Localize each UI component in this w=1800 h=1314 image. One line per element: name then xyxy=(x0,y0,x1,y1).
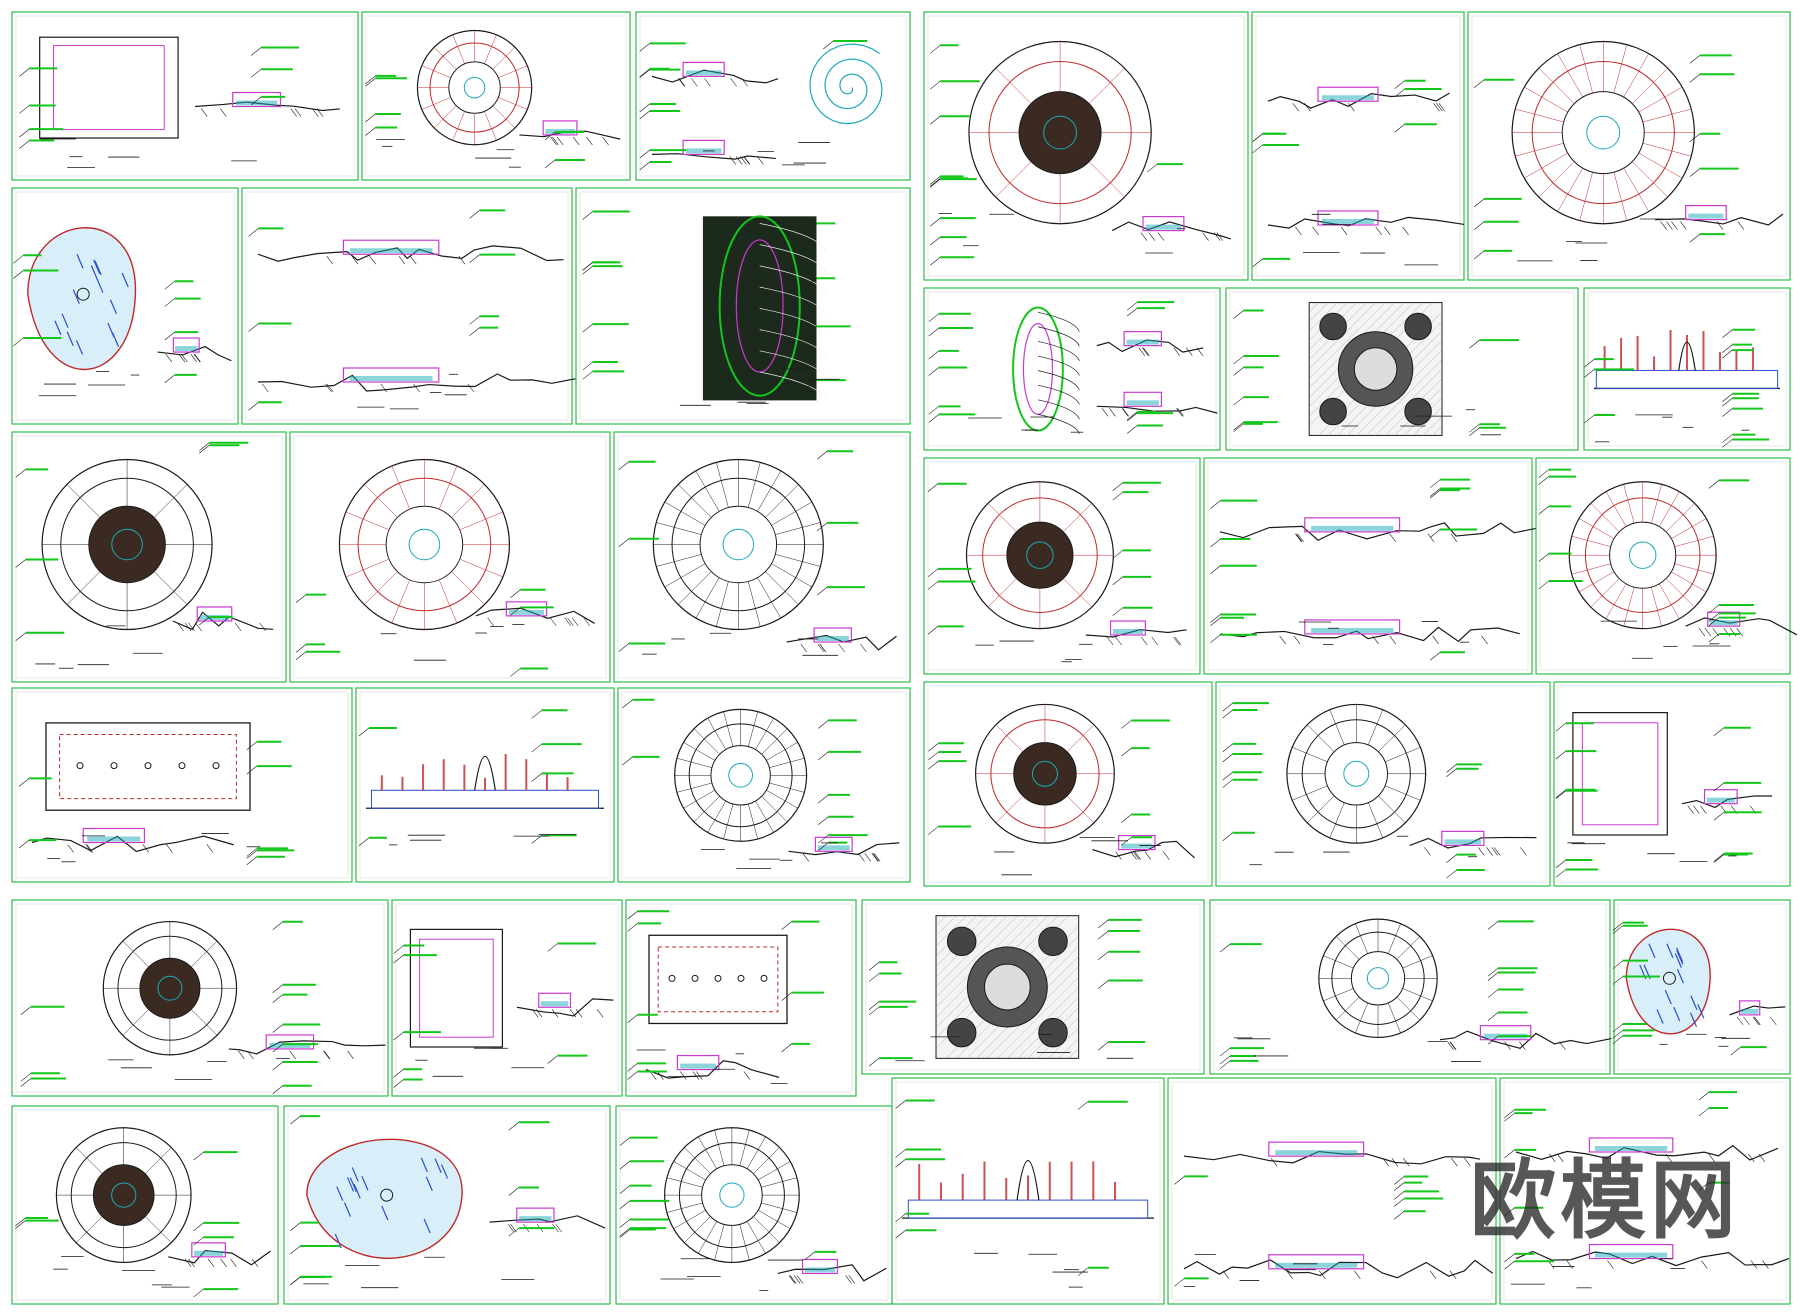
watermark-logo: 欧模网 xyxy=(1470,1151,1740,1251)
drawing-panel-s03 xyxy=(635,11,911,181)
drawing-panel-s06 xyxy=(1467,11,1791,281)
drawing-panel-s24 xyxy=(1553,681,1791,887)
drawing-panel-s16 xyxy=(923,457,1201,675)
drawing-panel-s29 xyxy=(1209,899,1612,1075)
drawing-panel-s20 xyxy=(355,687,615,883)
drawing-panel-s08 xyxy=(241,187,580,425)
drawing-panel-s31 xyxy=(11,1105,279,1305)
drawing-panel-s36 xyxy=(1499,1077,1791,1305)
drawing-panel-s28 xyxy=(861,899,1205,1075)
drawing-panel-s25 xyxy=(11,899,389,1097)
drawing-panel-s10 xyxy=(923,287,1221,451)
drawing-panel-s11 xyxy=(1225,287,1579,451)
drawing-panel-s05 xyxy=(1251,11,1465,281)
drawing-panel-s22 xyxy=(923,681,1213,887)
drawing-panel-s18 xyxy=(1535,457,1798,675)
drawing-panel-s02 xyxy=(361,11,631,181)
drawing-panel-s15 xyxy=(613,431,911,683)
drawing-panel-s19 xyxy=(11,687,353,883)
drawing-panel-s13 xyxy=(11,431,287,683)
drawing-panel-s21 xyxy=(617,687,911,883)
drawing-panel-s12 xyxy=(1583,287,1791,451)
drawing-panel-s33 xyxy=(615,1105,893,1305)
drawing-panel-s14 xyxy=(289,431,611,683)
drawing-panel-s07 xyxy=(11,187,239,425)
drawing-panel-s17 xyxy=(1203,457,1542,675)
drawing-panel-s30 xyxy=(1612,899,1791,1075)
drawing-panel-s32 xyxy=(283,1105,611,1305)
drawing-panel-s09 xyxy=(575,187,911,425)
drawing-panel-s23 xyxy=(1215,681,1551,887)
drawing-panel-s35 xyxy=(1167,1077,1497,1305)
drawing-panel-s27 xyxy=(625,899,857,1097)
drawing-panel-s26 xyxy=(391,899,623,1097)
drawing-panel-s01 xyxy=(11,11,359,181)
drawing-panel-s34 xyxy=(891,1077,1165,1305)
drawing-panel-s04 xyxy=(923,11,1249,281)
